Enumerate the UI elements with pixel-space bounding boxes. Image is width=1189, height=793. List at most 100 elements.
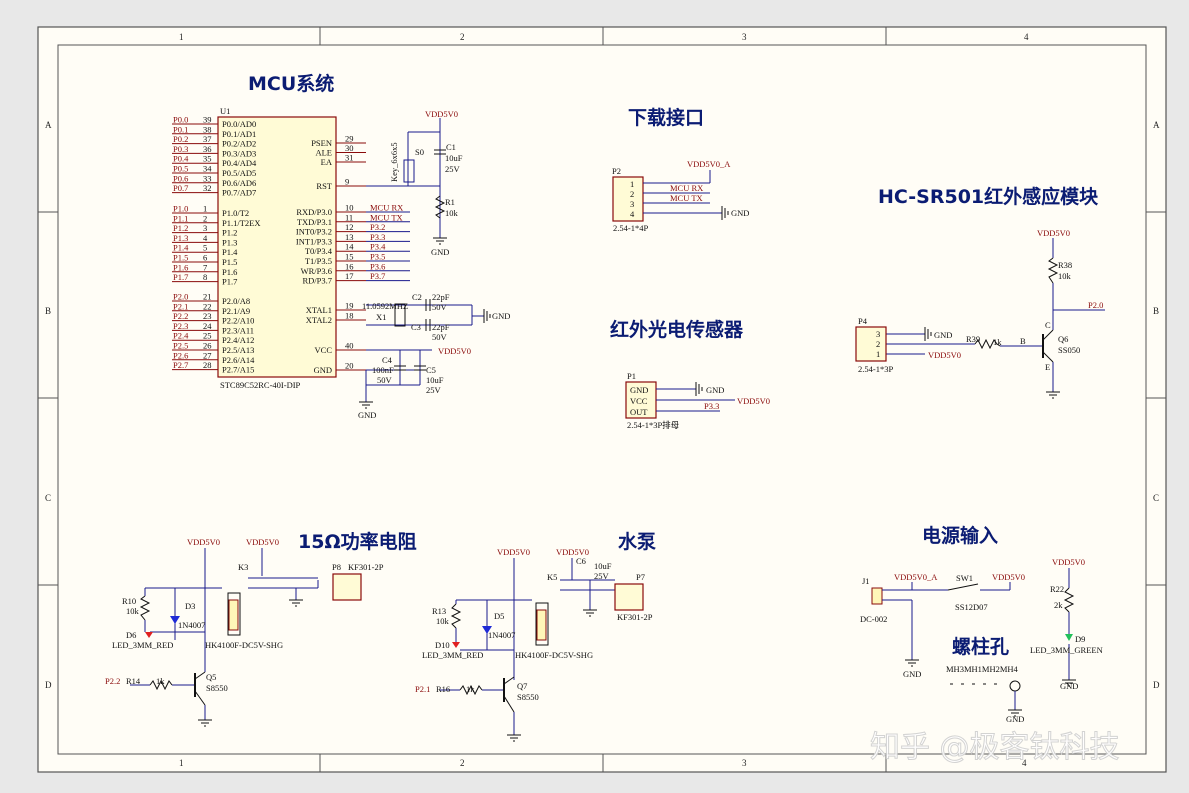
section-title-pump: 水泵 xyxy=(618,531,656,553)
row-label: B xyxy=(1153,306,1159,316)
gnd-label: GND xyxy=(934,330,952,340)
mcu-pin-name: P0.0/AD0 xyxy=(222,119,256,129)
c4-value: 100nF xyxy=(372,365,394,375)
mcu-net-label: P2.7 xyxy=(173,360,188,370)
gnd-label: GND xyxy=(358,410,376,420)
col-label: 4 xyxy=(1022,758,1027,768)
power-input-circuit: J1 DC-002 VDD5V0_A SW1 SS12D07 VDD5V0 GN… xyxy=(860,557,1103,691)
mcu-net-label: P1.5 xyxy=(173,253,188,263)
mcu-net-label: P3.3 xyxy=(370,232,385,242)
mcu-net-label: P0.6 xyxy=(173,173,188,183)
mcu-pin-number: 1 xyxy=(203,204,207,214)
mcu-pin-number: 19 xyxy=(345,301,354,311)
net-p2-0: P2.0 xyxy=(1088,300,1103,310)
mcu-pin-number: 18 xyxy=(345,311,354,321)
mcu-pin-number: 36 xyxy=(203,144,212,154)
mcu-pin-number: 24 xyxy=(203,321,212,331)
mcu-pin-number: 26 xyxy=(203,341,212,351)
watermark: 知乎 @极客钛科技 xyxy=(870,730,1120,765)
c5-value: 10uF xyxy=(426,375,444,385)
j1-part: DC-002 xyxy=(860,614,887,624)
vdd-label: VDD5V0 xyxy=(556,547,589,557)
mcu-pin-number: 3 xyxy=(203,223,207,233)
d10-part: LED_3MM_RED xyxy=(422,650,483,660)
mcu-pin-number: 33 xyxy=(203,173,212,183)
relay-part: HK4100F-DC5V-SHG xyxy=(205,640,283,650)
mcu-pin-number: 4 xyxy=(203,233,208,243)
r38-value: 10k xyxy=(1058,271,1072,281)
mcu-pin-number: 22 xyxy=(203,301,212,311)
mcu-net-label: P2.1 xyxy=(173,301,188,311)
mcu-net-label: P1.2 xyxy=(173,223,188,233)
mcu-net-label: P1.7 xyxy=(173,272,188,282)
transistor-base: B xyxy=(1020,336,1026,346)
vdd-label: VDD5V0 xyxy=(425,109,458,119)
mcu-net-label: P2.3 xyxy=(173,321,188,331)
ir-sensor-connector: P1 GND VCC OUT GND VDD5V0 P3.3 2.54-1*3P… xyxy=(625,371,770,430)
r1-resistor xyxy=(434,195,446,219)
mcu-pin-name: INT0/P3.2 xyxy=(296,227,332,237)
row-label: C xyxy=(1153,493,1159,503)
mcu-pin-name: INT1/P3.3 xyxy=(296,236,332,246)
gnd-label: GND xyxy=(731,208,749,218)
section-title-ir-sensor: 红外光电传感器 xyxy=(610,318,744,341)
p1-pin: VCC xyxy=(630,396,648,406)
gnd-label: GND xyxy=(706,385,724,395)
mcu-pin-number: 40 xyxy=(345,341,354,351)
c2-voltage: 50V xyxy=(432,302,448,312)
mcu-pin-number: 2 xyxy=(203,213,207,223)
mcu-pin-name: P2.5/A13 xyxy=(222,345,254,355)
p2-part: 2.54-1*4P xyxy=(613,223,648,233)
col-label: 1 xyxy=(179,32,184,42)
mcu-pin-name: RXD/P3.0 xyxy=(296,207,332,217)
vdd-label: VDD5V0 xyxy=(1052,557,1085,567)
row-label: D xyxy=(45,680,52,690)
mcu-pin-name: P0.3/AD3 xyxy=(222,148,256,158)
mcu-net-label: MCU TX xyxy=(370,212,403,222)
d9-part: LED_3MM_GREEN xyxy=(1030,645,1103,655)
p7-part: KF301-2P xyxy=(617,612,653,622)
p2-pin: 2 xyxy=(630,189,634,199)
transistor-collector: C xyxy=(1045,320,1051,330)
mcu-pin-name: T0/P3.4 xyxy=(305,246,333,256)
p2-ref: P2 xyxy=(612,166,621,176)
mcu-pin-name: P1.5 xyxy=(222,257,237,267)
mcu-pin-number: 9 xyxy=(345,177,349,187)
net-vdd5v0-a: VDD5V0_A xyxy=(687,159,731,169)
c1-voltage: 25V xyxy=(445,164,461,174)
mcu-pin-number: 29 xyxy=(345,134,354,144)
r22-value: 2k xyxy=(1054,600,1063,610)
heater-relay-circuit: VDD5V0 VDD5V0 K3 P8 KF301-2P R10 1 xyxy=(105,537,384,727)
d3-part: 1N4007 xyxy=(178,620,205,630)
section-title-power: 电源输入 xyxy=(922,524,998,547)
q5-ref: Q5 xyxy=(206,672,216,682)
c4-voltage: 50V xyxy=(377,375,393,385)
mcu-pin-name: PSEN xyxy=(311,138,332,148)
mcu-net-label: P0.5 xyxy=(173,164,188,174)
mcu-pin-name: GND xyxy=(314,365,332,375)
r10-ref: R10 xyxy=(122,596,136,606)
mcu-pin-name: ALE xyxy=(315,148,332,158)
k3-ref: K3 xyxy=(238,562,248,572)
c1-value: 10uF xyxy=(445,153,463,163)
mcu-pin-number: 23 xyxy=(203,311,212,321)
sw1-ref: SW1 xyxy=(956,573,973,583)
r10-value: 10k xyxy=(126,606,140,616)
r39-value: 1k xyxy=(993,337,1002,347)
row-label: B xyxy=(45,306,51,316)
p4-pin: 2 xyxy=(876,339,880,349)
pump-relay-circuit: VDD5V0 VDD5V0 K5 C6 10uF 25V P7 KF301-2P… xyxy=(415,547,653,742)
p2-pin: 1 xyxy=(630,179,634,189)
gnd-label: GND xyxy=(431,247,449,257)
screw-holes: MH3MH1MH2MH4 GND xyxy=(946,664,1024,724)
p4-pin: 3 xyxy=(876,329,880,339)
mcu-net-label: P2.5 xyxy=(173,341,188,351)
mcu-pin-name: RD/P3.7 xyxy=(302,276,332,286)
mcu-net-label: P3.6 xyxy=(370,261,385,271)
relay-part: HK4100F-DC5V-SHG xyxy=(515,650,593,660)
d6-part: LED_3MM_RED xyxy=(112,640,173,650)
p4-part: 2.54-1*3P xyxy=(858,364,893,374)
c6-voltage: 25V xyxy=(594,571,610,581)
